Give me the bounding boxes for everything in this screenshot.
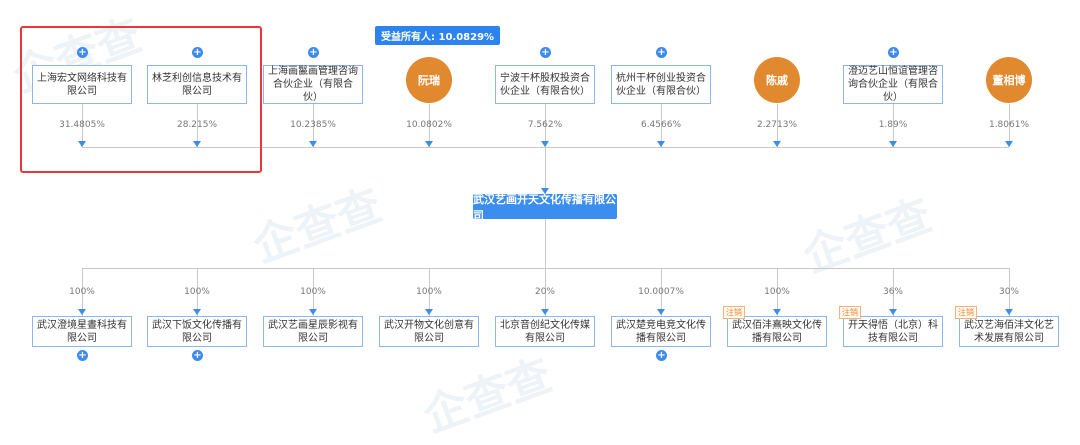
subsidiary-company[interactable]: 武汉佰沣熹映文化传播有限公司 <box>727 316 827 347</box>
arrow-down-icon <box>193 309 201 315</box>
arrow-down-icon <box>657 141 665 147</box>
shareholder-percent: 6.4566% <box>640 120 682 130</box>
shareholder-stem <box>545 104 546 147</box>
subsidiary-stem <box>661 268 662 316</box>
expand-plus-icon[interactable]: + <box>192 350 203 361</box>
highlight-box <box>20 26 262 173</box>
arrow-down-icon <box>1005 141 1013 147</box>
shareholder-percent: 7.562% <box>527 120 563 130</box>
arrow-down-icon <box>1005 309 1013 315</box>
subsidiary-stem <box>893 268 894 316</box>
subsidiary-company[interactable]: 武汉开物文化创意有限公司 <box>379 316 479 347</box>
trunk-connector <box>545 219 546 268</box>
subsidiary-company[interactable]: 武汉艺海佰沣文化艺术发展有限公司 <box>959 316 1059 347</box>
arrow-down-icon <box>193 141 201 147</box>
arrow-down-icon <box>541 188 549 194</box>
arrow-down-icon <box>309 309 317 315</box>
watermark-logo: 企查查 <box>416 349 559 443</box>
subsidiary-percent: 10.0007% <box>638 287 684 297</box>
trunk-connector <box>545 147 546 194</box>
shareholder-company[interactable]: 宁波干杯股权投资合伙企业（有限合伙） <box>495 65 595 104</box>
watermark-logo: 企查查 <box>246 179 389 273</box>
expand-plus-icon[interactable]: + <box>77 47 88 58</box>
arrow-down-icon <box>309 141 317 147</box>
shareholder-percent: 10.0802% <box>406 120 452 130</box>
status-badge: 注销 <box>839 306 861 319</box>
subsidiary-company[interactable]: 开天得悟（北京）科技有限公司 <box>843 316 943 347</box>
subsidiary-percent: 100% <box>300 287 326 297</box>
arrow-down-icon <box>541 309 549 315</box>
subsidiary-company[interactable]: 武汉楚竞电竞文化传播有限公司 <box>611 316 711 347</box>
shareholder-stem <box>197 104 198 147</box>
shareholder-company[interactable]: 杭州干杯创业投资合伙企业（有限合伙） <box>611 65 711 104</box>
shareholder-stem <box>429 104 430 147</box>
shareholder-percent: 1.8061% <box>988 120 1030 130</box>
subsidiary-stem <box>313 268 314 316</box>
subsidiary-stem <box>197 268 198 316</box>
arrow-down-icon <box>889 309 897 315</box>
shareholder-stem <box>1009 104 1010 147</box>
expand-plus-icon[interactable]: + <box>192 47 203 58</box>
arrow-down-icon <box>657 309 665 315</box>
shareholder-company[interactable]: 澄迈艺山恒谊管理咨询合伙企业（有限合伙） <box>843 65 943 104</box>
subsidiary-percent: 20% <box>534 287 555 297</box>
expand-plus-icon[interactable]: + <box>540 47 551 58</box>
subsidiary-stem <box>429 268 430 316</box>
expand-plus-icon[interactable]: + <box>656 350 667 361</box>
shareholder-stem <box>82 104 83 147</box>
expand-plus-icon[interactable]: + <box>888 47 899 58</box>
beneficiary-tag: 受益所有人: 10.0829% <box>375 26 501 45</box>
subsidiary-company[interactable]: 武汉澄境星晝科技有限公司 <box>32 316 132 347</box>
subsidiary-percent: 36% <box>882 287 903 297</box>
arrow-down-icon <box>541 141 549 147</box>
subsidiary-percent: 100% <box>416 287 442 297</box>
shareholder-stem <box>893 104 894 147</box>
arrow-down-icon <box>78 309 86 315</box>
expand-plus-icon[interactable]: + <box>656 47 667 58</box>
subsidiary-company[interactable]: 武汉艺画星辰影视有限公司 <box>263 316 363 347</box>
shareholder-person[interactable]: 董相博 <box>986 57 1032 103</box>
arrow-down-icon <box>773 141 781 147</box>
shareholder-company[interactable]: 林芝利创信息技术有限公司 <box>147 65 247 104</box>
status-badge: 注销 <box>955 306 977 319</box>
expand-plus-icon[interactable]: + <box>308 47 319 58</box>
shareholder-percent: 10.2385% <box>290 120 336 130</box>
shareholder-person[interactable]: 阮瑞 <box>406 57 452 103</box>
shareholder-stem <box>777 104 778 147</box>
subsidiary-stem <box>1009 268 1010 316</box>
shareholder-stem <box>661 104 662 147</box>
subsidiary-company[interactable]: 北京音创纪文化传媒有限公司 <box>495 316 595 347</box>
subsidiary-percent: 30% <box>998 287 1019 297</box>
subsidiary-company[interactable]: 武汉下饭文化传播有限公司 <box>147 316 247 347</box>
arrow-down-icon <box>425 141 433 147</box>
shareholder-company[interactable]: 上海画鬣画管理咨询合伙企业（有限合伙） <box>263 65 363 104</box>
shareholder-percent: 31.4805% <box>59 120 105 130</box>
shareholder-percent: 28.215% <box>176 120 218 130</box>
subsidiary-percent: 100% <box>69 287 95 297</box>
shareholder-person[interactable]: 陈戚 <box>754 57 800 103</box>
subsidiary-stem <box>545 268 546 316</box>
expand-plus-icon[interactable]: + <box>77 350 88 361</box>
shareholder-company[interactable]: 上海宏文网络科技有限公司 <box>32 65 132 104</box>
status-badge: 注销 <box>723 306 745 319</box>
shareholder-stem <box>313 104 314 147</box>
arrow-down-icon <box>889 141 897 147</box>
subsidiary-stem <box>82 268 83 316</box>
shareholder-percent: 2.2713% <box>756 120 798 130</box>
center-company[interactable]: 武汉艺画开天文化传播有限公司 <box>473 192 617 222</box>
subsidiary-percent: 100% <box>764 287 790 297</box>
equity-diagram: 企查查 企查查 企查查 企查查 受益所有人: 10.0829%武汉艺画开天文化传… <box>7 10 1059 443</box>
subsidiary-percent: 100% <box>184 287 210 297</box>
arrow-down-icon <box>78 141 86 147</box>
subsidiary-stem <box>777 268 778 316</box>
arrow-down-icon <box>425 309 433 315</box>
arrow-down-icon <box>773 309 781 315</box>
shareholder-percent: 1.89% <box>878 120 908 130</box>
